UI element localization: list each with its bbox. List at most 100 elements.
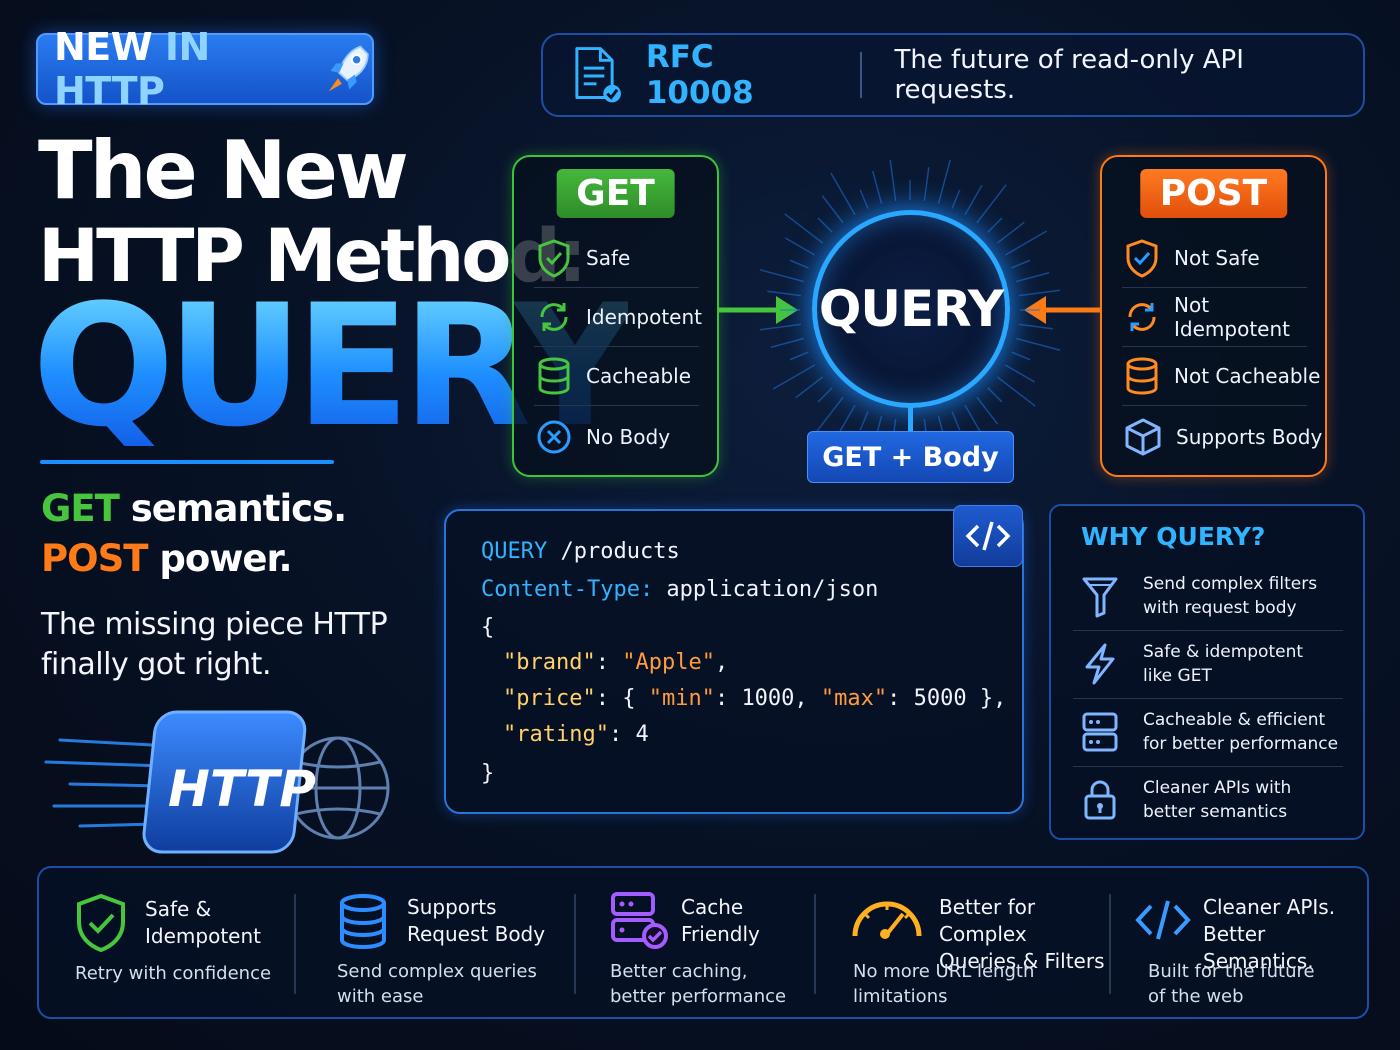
glow-ray [830, 172, 856, 216]
glow-ray [772, 364, 816, 390]
glow-ray [789, 259, 809, 269]
glow-ray [817, 387, 833, 403]
refresh-icon [1128, 303, 1156, 331]
post-card-label: POST [1139, 169, 1288, 218]
why-item-cacheable: Cacheable & efficient for better perform… [1081, 702, 1351, 762]
cache-server-icon [611, 892, 668, 949]
why-item-cleaner: Cleaner APIs with better semantics [1081, 770, 1351, 830]
query-node-label: QUERY [818, 280, 1004, 338]
glow-ray [1016, 272, 1050, 283]
get-prop-no-body: No Body [536, 408, 670, 466]
code-badge [953, 505, 1023, 567]
glow-ray [817, 217, 833, 233]
feature-complex-queries: Better for Complex Queries & Filters No … [819, 868, 1109, 1018]
glow-ray [859, 189, 869, 209]
code-line-brand: "brand": "Apple", [503, 650, 729, 675]
code-example-panel: QUERY /products Content-Type: applicatio… [444, 509, 1024, 814]
shield-check-icon [538, 239, 570, 278]
glow-ray [872, 170, 883, 204]
glow-ray [1018, 289, 1060, 297]
cube-icon [1125, 418, 1161, 456]
feature-cleaner-apis: Cleaner APIs. Better Semantics. Built fo… [1114, 868, 1369, 1018]
database-icon [340, 894, 386, 950]
glow-ray [813, 396, 844, 436]
glow-ray [923, 167, 930, 202]
get-plus-body-label: GET + Body [807, 431, 1014, 483]
code-line-rating: "rating": 4 [503, 722, 649, 747]
post-prop-not-safe: Not Safe [1124, 229, 1260, 287]
rfc-separator [860, 52, 863, 98]
get-method-card: GET Safe Idempotent Cacheable No Body [512, 155, 719, 477]
glow-ray [795, 376, 824, 399]
http-graphic: HTTP [40, 700, 400, 860]
shield-check-icon [1126, 239, 1158, 278]
title-line-1: The New [38, 124, 409, 217]
code-icon [1135, 900, 1191, 940]
glow-ray [789, 351, 809, 361]
rfc-panel: RFC 10008 The future of read-only API re… [541, 33, 1365, 117]
why-item-safe: Safe & idempotent like GET [1081, 634, 1351, 694]
glow-ray [1011, 259, 1031, 269]
glow-ray [859, 411, 869, 431]
glow-ray [1016, 337, 1060, 351]
feature-cache-friendly: Cache Friendly Better caching, better pe… [579, 868, 814, 1018]
glow-ray [951, 189, 961, 209]
x-circle-icon [537, 420, 571, 454]
post-prop-supports-body: Supports Body [1124, 408, 1322, 466]
get-prop-idempotent: Idempotent [536, 288, 702, 346]
rfc-tagline: The future of read-only API requests. [894, 45, 1244, 105]
glow-ray [760, 269, 804, 283]
title-underline [40, 460, 334, 464]
glow-ray [937, 160, 951, 204]
get-prop-safe: Safe [536, 229, 630, 287]
get-card-label: GET [556, 169, 675, 218]
shield-check-icon [77, 893, 125, 953]
title-line-2: HTTP Method: [38, 214, 587, 299]
glow-ray [767, 290, 802, 297]
glow-ray [951, 411, 961, 431]
glow-ray [1004, 364, 1036, 383]
glow-ray [987, 217, 1003, 233]
glow-ray [1011, 351, 1031, 361]
why-title: WHY QUERY? [1081, 522, 1266, 551]
http-label: HTTP [168, 760, 316, 818]
code-icon [965, 521, 1011, 551]
divider [574, 894, 576, 994]
divider [1073, 698, 1343, 699]
database-icon [538, 357, 570, 395]
query-connector [908, 407, 913, 433]
code-line-header: Content-Type: application/json [481, 577, 879, 602]
features-bar: Safe & Idempotent Retry with confidence … [37, 866, 1369, 1019]
divider [1073, 630, 1343, 631]
divider [1122, 346, 1307, 347]
divider [534, 287, 699, 288]
why-item-filters: Send complex filters with request body [1081, 566, 1351, 626]
glow-ray [837, 404, 856, 436]
divider [1122, 405, 1307, 406]
new-in-http-badge: NEW IN HTTP [36, 25, 374, 113]
glow-ray [889, 160, 897, 202]
speedometer-icon [852, 901, 922, 939]
query-node: QUERY [812, 210, 1010, 408]
divider [294, 894, 296, 994]
glow-ray [987, 387, 1003, 403]
badge-label: NEW IN HTTP [54, 25, 210, 113]
post-prop-not-idempotent: Not Idempotent [1124, 288, 1325, 346]
glow-ray [1018, 323, 1053, 330]
lightning-icon [1085, 643, 1115, 685]
rocket-icon [329, 45, 370, 92]
post-power: POST power. [41, 537, 293, 580]
glow-ray [821, 195, 844, 224]
glow-ray [770, 337, 804, 348]
feature-request-body: Supports Request Body Send complex queri… [299, 868, 574, 1018]
divider [1109, 894, 1111, 994]
glow-ray [976, 396, 999, 425]
glow-ray [996, 376, 1036, 407]
code-line-open: { [481, 615, 495, 640]
database-icon [1126, 357, 1158, 395]
glow-ray [976, 184, 1007, 224]
query-glow-rays [760, 160, 1060, 460]
glow-ray [1004, 230, 1048, 256]
divider [534, 405, 699, 406]
divider [1122, 287, 1307, 288]
